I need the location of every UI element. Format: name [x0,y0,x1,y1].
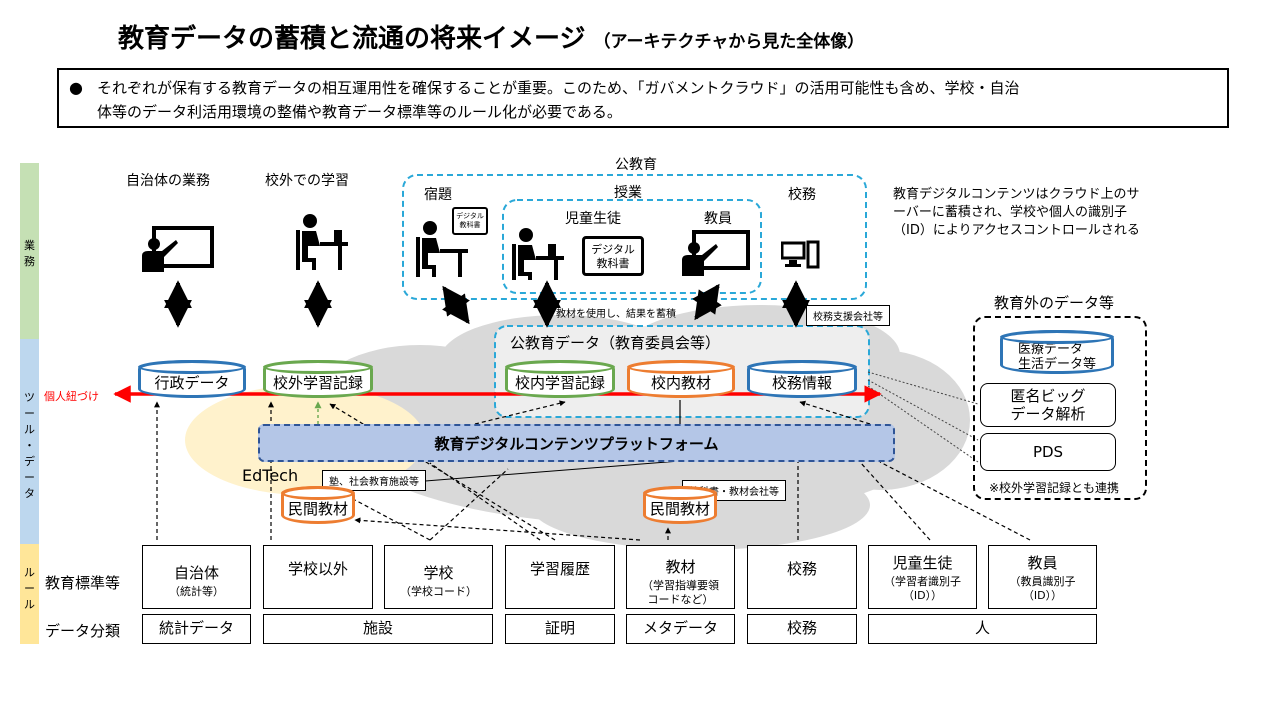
cylinder-gyousei-data: 行政データ [138,360,246,398]
standard-koumu-main: 校務 [786,560,817,578]
standard-learning-history-main: 学習履歴 [529,560,590,578]
label-shukudai: 宿題 [424,187,452,203]
cylinder-minkan-1: 民間教材 [281,486,355,524]
band-gyomu-char-2: 務 [24,255,35,268]
standard-student-sub: （学習者識別子 （ID）） [884,575,961,602]
band-tool-char-7: タ [24,487,35,500]
standard-teacher-sub: （教員識別子 （ID）） [1009,575,1076,602]
band-gyomu: 業 務 [20,163,39,339]
summary-text: それぞれが保有する教育データの相互運用性を確保することが重要。このため、「ガバメ… [97,76,1217,124]
pds-box: PDS [980,433,1116,471]
edtech-label: EdTech [242,466,299,485]
homework-student-icon [416,221,468,277]
class-facility: 施設 [263,614,493,644]
label-kougai: 校外での学習 [265,173,349,189]
digital-textbook-icon: デジタル 教科書 [582,236,644,276]
standard-student: 児童生徒 （学習者識別子 （ID）） [868,545,977,609]
cylinder-koumu-info: 校務情報 [747,360,857,398]
cylinder-medical-data: 医療データ 生活データ等 [1000,330,1114,374]
band-tool-data: ツ ー ル ・ デ ー タ [20,339,39,544]
standard-koumu: 校務 [747,545,857,609]
standard-non-school: 学校以外 [263,545,373,609]
standard-school-main: 学校 [423,564,454,582]
bullet-icon: ● [69,78,83,97]
standards-label: 教育標準等 [45,574,121,592]
presenter-board-icon [142,226,214,272]
band-rule: ル ー ル [20,544,39,644]
teacher-board-icon [682,230,750,276]
title-sub: （アーキテクチャから見た全体像） [593,32,865,52]
outside-footnote: ※校外学習記録とも連携 [989,481,1120,495]
band-rule-char-1: ル [24,566,35,579]
label-teacher: 教員 [704,211,732,227]
standard-jichitai: 自治体 （統計等） [142,545,251,609]
personal-link-label: 個人紐づけ [44,390,99,403]
class-statistics: 統計データ [142,614,251,644]
class-koumu: 校務 [747,614,857,644]
note-support-company: 校務支援会社等 [806,305,890,326]
band-gyomu-char-1: 業 [24,239,35,252]
class-certificate: 証明 [505,614,615,644]
outside-data-frame [973,316,1147,500]
digital-textbook-small-icon: デジタル 教科書 [452,207,488,235]
standard-kyozai-main: 教材 [665,558,696,576]
cloud-note: 教育デジタルコンテンツはクラウド上のサーバーに蓄積され、学校や個人の識別子（ID… [893,187,1140,238]
label-jugyo: 授業 [614,185,642,201]
summary-line-1: それぞれが保有する教育データの相互運用性を確保することが重要。このため、「ガバメ… [97,79,1020,97]
cylinder-minkan-2: 民間教材 [643,486,717,524]
band-tool-char-6: ー [24,471,35,484]
bigdata-analysis-box: 匿名ビッグ データ解析 [980,383,1116,427]
standard-learning-history: 学習履歴 [505,545,615,609]
label-public-education: 公教育 [615,157,657,173]
standard-teacher-main: 教員 [1027,554,1058,572]
page-title: 教育データの蓄積と流通の将来イメージ （アーキテクチャから見た全体像） [118,18,864,55]
label-jichitai: 自治体の業務 [126,173,210,189]
class-label: データ分類 [45,622,121,640]
outside-data-title: 教育外のデータ等 [994,294,1115,312]
summary-box: ● それぞれが保有する教育データの相互運用性を確保することが重要。このため、「ガ… [57,68,1229,128]
class-person: 人 [868,614,1097,644]
standard-non-school-main: 学校以外 [287,560,348,578]
band-tool-char-1: ツ [24,391,35,404]
title-main: 教育データの蓄積と流通の将来イメージ [118,24,586,54]
standard-school-sub: （学校コード） [400,585,477,598]
cylinder-kounai-kyozai: 校内教材 [627,360,735,398]
note-use-results: 教材を使用し、結果を蓄積 [556,309,676,320]
band-tool-char-5: デ [24,455,35,468]
band-rule-char-3: ル [24,598,35,611]
public-data-title: 公教育データ（教育委員会等） [510,334,721,352]
standard-jichitai-main: 自治体 [173,564,219,582]
label-koumu: 校務 [788,187,816,203]
standard-student-main: 児童生徒 [892,554,953,572]
band-tool-char-2: ー [24,407,35,420]
standard-kyozai-sub: （学習指導要領 コードなど） [642,579,719,606]
band-tool-char-3: ル [24,423,35,436]
cylinder-kounai-record: 校内学習記録 [505,360,615,398]
standard-teacher: 教員 （教員識別子 （ID）） [988,545,1097,609]
content-platform: 教育デジタルコンテンツプラットフォーム [258,424,895,462]
class-metadata: メタデータ [626,614,735,644]
band-rule-char-2: ー [24,582,35,595]
student-icon [512,228,564,280]
standard-school: 学校 （学校コード） [384,545,493,609]
summary-line-2: 体等のデータ利活用環境の整備や教育データ標準等のルール化が必要である。 [97,103,622,121]
standard-jichitai-sub: （統計等） [169,585,224,598]
band-tool-char-4: ・ [24,439,35,452]
label-student: 児童生徒 [565,211,621,227]
note-juku: 塾、社会教育施設等 [322,470,426,491]
computer-icon [781,240,820,269]
cylinder-kougai-record: 校外学習記録 [263,360,373,398]
student-desk-icon [296,214,348,270]
standard-kyozai: 教材 （学習指導要領 コードなど） [626,545,735,609]
